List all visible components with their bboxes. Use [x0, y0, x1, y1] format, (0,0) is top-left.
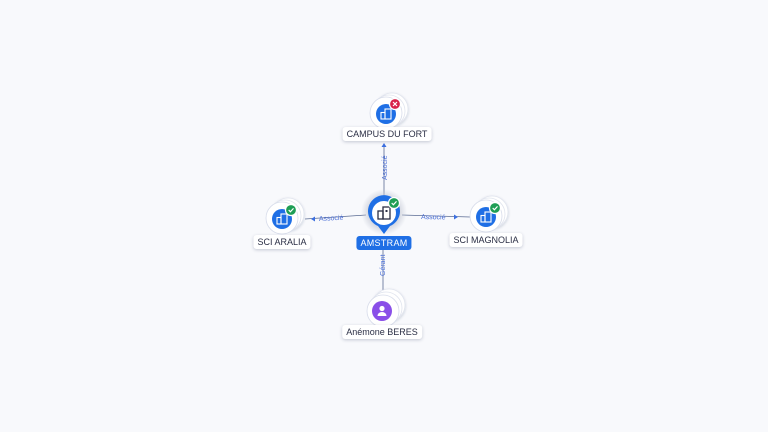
node-center[interactable]: [361, 189, 407, 235]
node-top[interactable]: [369, 92, 409, 130]
edge-bottom: Gérant: [380, 250, 387, 292]
node-label-top[interactable]: CAMPUS DU FORT: [342, 127, 432, 141]
node-left[interactable]: [265, 197, 305, 235]
status-active-badge: [488, 201, 502, 215]
status-active-badge: [387, 196, 401, 210]
arrow-right-icon: [454, 214, 458, 220]
edge-right: Associé: [401, 214, 471, 221]
building-icon: [377, 206, 391, 220]
check-icon: [391, 200, 397, 206]
node-label-left[interactable]: SCI ARALIA: [253, 235, 311, 249]
close-icon: [392, 101, 398, 107]
edge-left: Associé: [304, 214, 367, 223]
building-icon: [380, 108, 392, 120]
edge-top: Associé: [381, 143, 389, 196]
node-label-right[interactable]: SCI MAGNOLIA: [449, 233, 523, 247]
arrow-up-icon: [381, 143, 387, 147]
building-icon: [276, 213, 288, 225]
check-icon: [492, 205, 498, 211]
edge-label-left: Associé: [319, 215, 344, 223]
check-icon: [288, 207, 294, 213]
edge-label-bottom: Gérant: [380, 255, 387, 276]
node-label-bottom[interactable]: Anémone BERES: [342, 325, 422, 339]
node-right[interactable]: [469, 195, 509, 233]
node-label-center[interactable]: AMSTRAM: [356, 236, 412, 250]
person-icon: [377, 305, 387, 316]
status-active-badge: [284, 203, 298, 217]
building-icon: [480, 211, 492, 223]
edge-label-right: Associé: [421, 214, 446, 221]
edge-label-top: Associé: [382, 155, 389, 180]
arrow-left-icon: [311, 216, 315, 222]
node-bottom[interactable]: [366, 288, 406, 328]
